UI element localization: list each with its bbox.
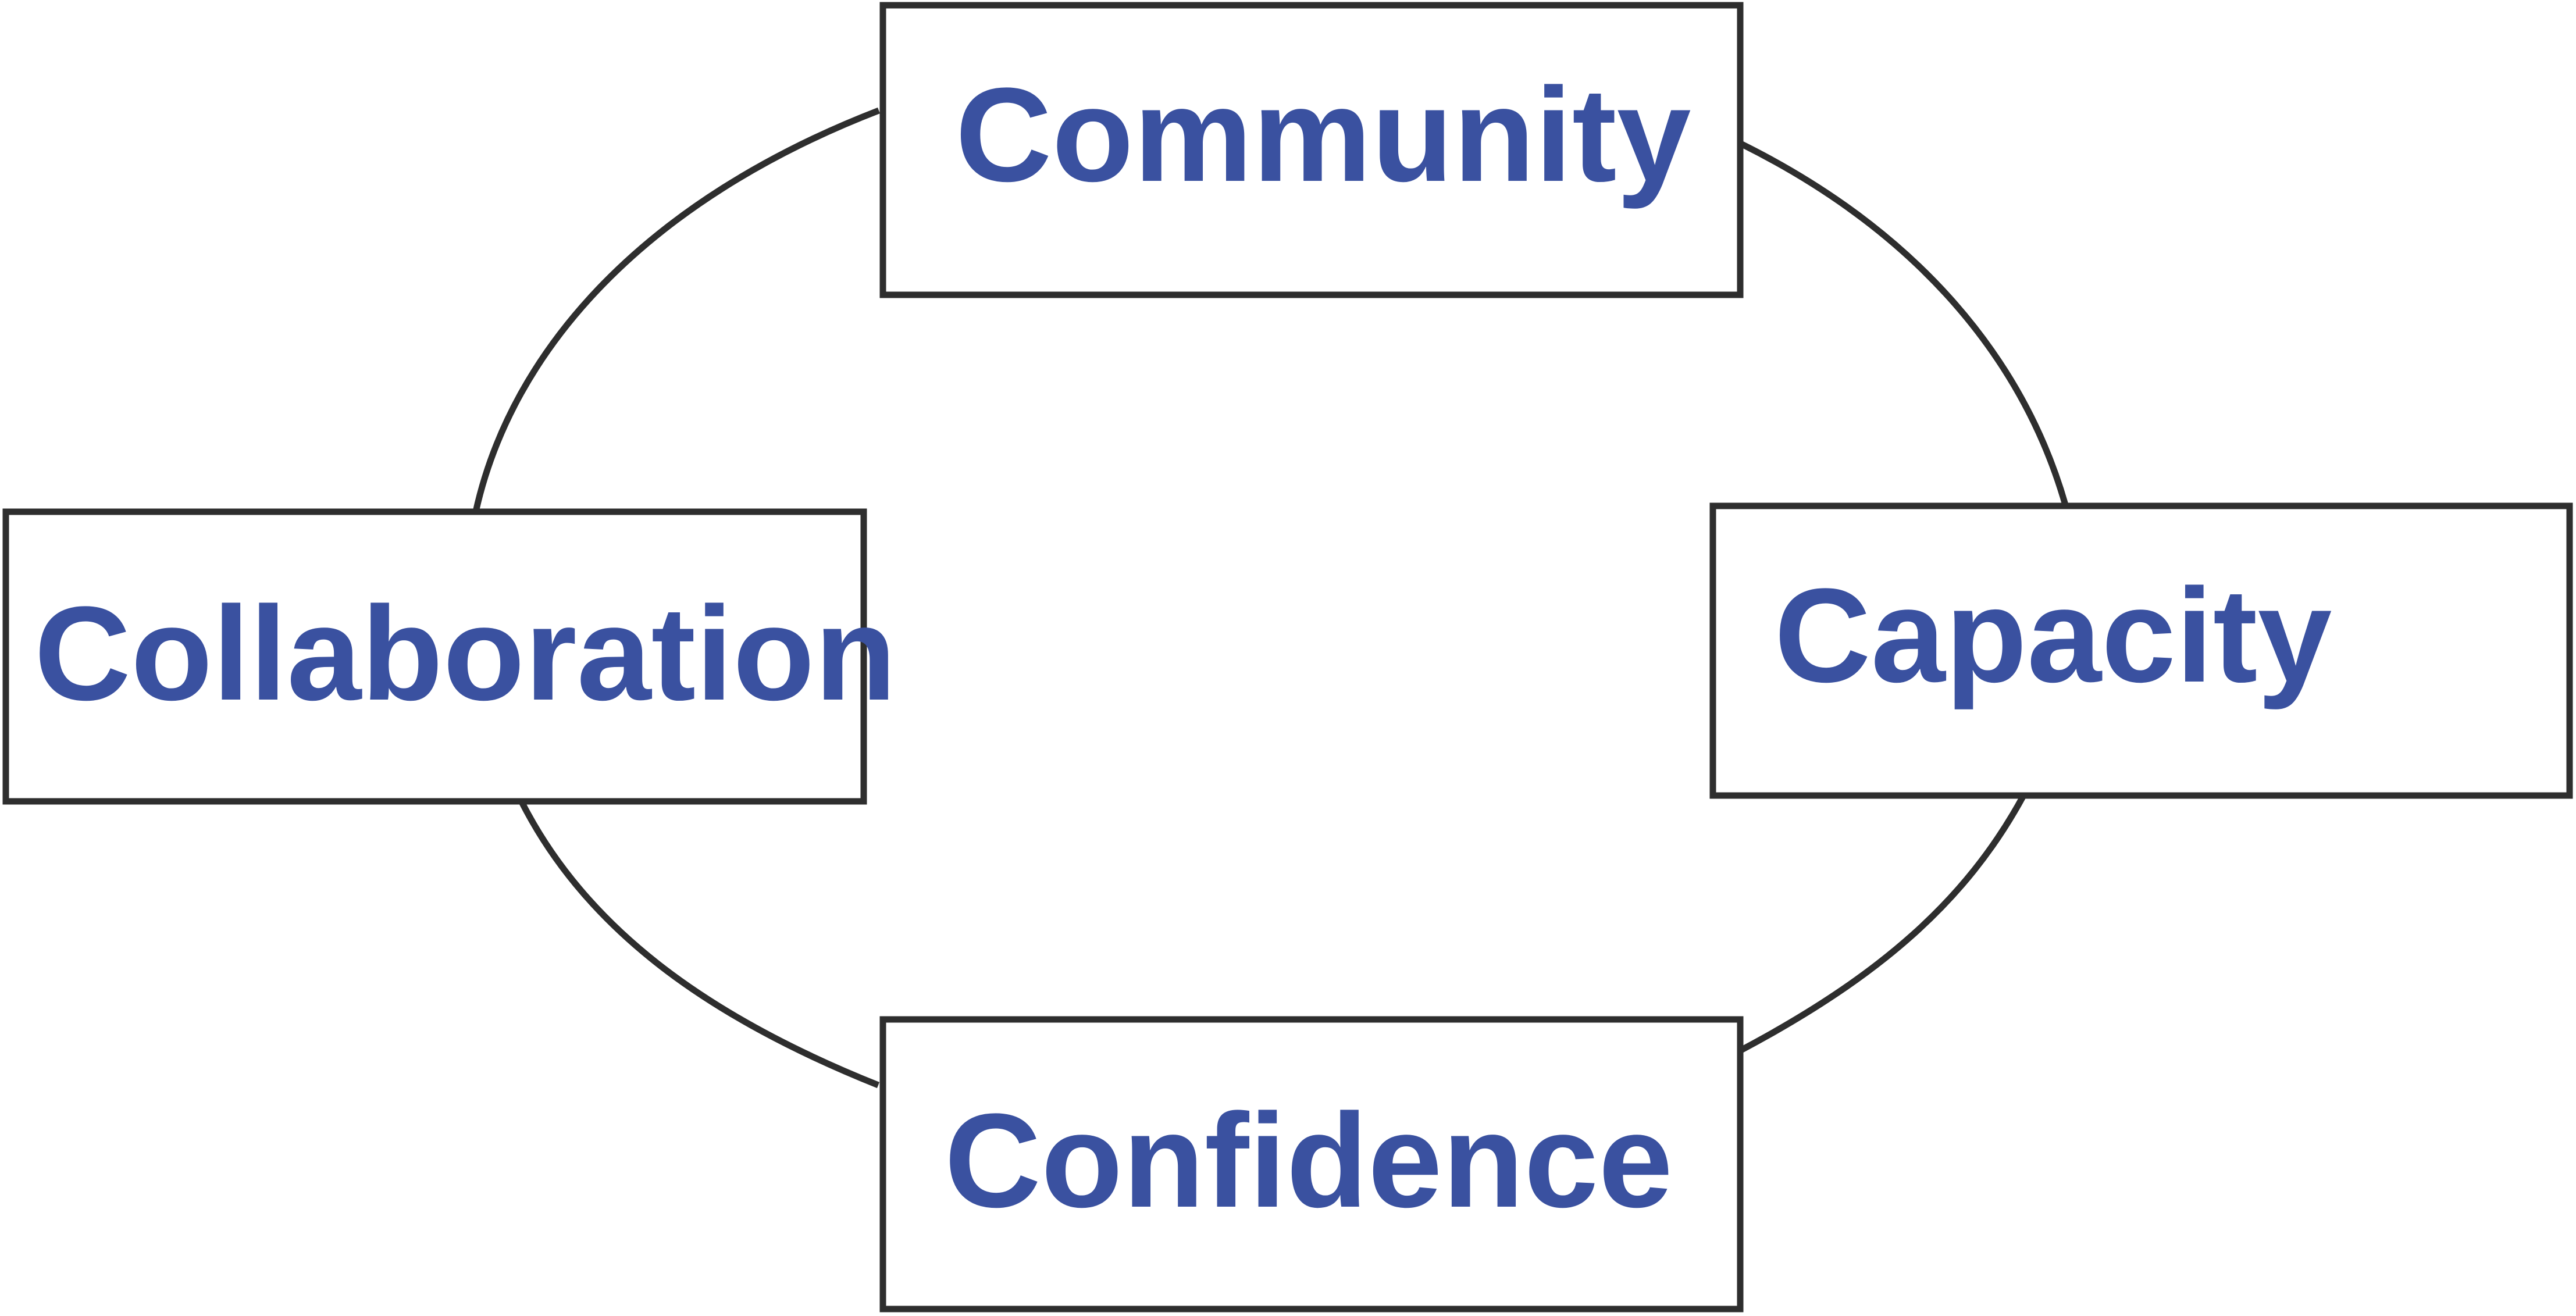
node-community: Community: [879, 2, 1744, 298]
node-capacity-box: [1709, 502, 2573, 799]
node-collaboration: Collaboration: [2, 508, 896, 805]
arc-community-capacity: [1740, 141, 2069, 506]
node-confidence-label: Confidence: [945, 1086, 1673, 1235]
node-confidence: Confidence: [879, 1016, 1744, 1313]
node-capacity: Capacity: [1709, 502, 2573, 799]
cycle-arcs: [472, 107, 2069, 1089]
arc-confidence-collaboration: [519, 801, 880, 1089]
node-collaboration-box: [2, 508, 867, 805]
arc-collaboration-community: [472, 107, 880, 513]
arc-capacity-confidence: [1740, 795, 2026, 1053]
node-community-label: Community: [956, 60, 1691, 209]
node-capacity-label: Capacity: [1775, 561, 2332, 710]
node-confidence-box: [879, 1016, 1744, 1313]
node-collaboration-label: Collaboration: [34, 579, 896, 728]
node-community-box: [879, 2, 1744, 298]
